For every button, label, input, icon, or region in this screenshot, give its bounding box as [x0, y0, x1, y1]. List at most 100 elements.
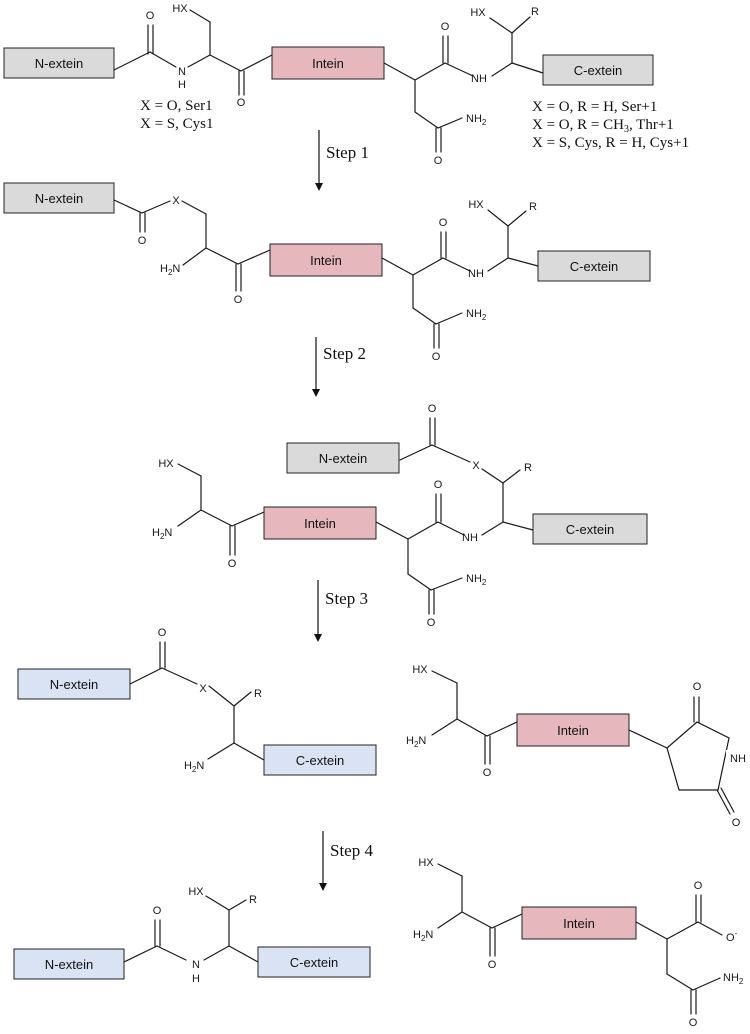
carbonyl-oxygen: O: [158, 627, 167, 639]
stage-1-precursor: N-extein O N H HX O Intein O NH HX R: [3, 3, 689, 167]
stage-3-branched-intermediate: HX H2N O Intein O NH R X O N-extein: [152, 403, 648, 629]
h2n-group: H2N: [184, 760, 204, 774]
x-atom: X: [172, 195, 180, 207]
carbonyl-oxygen: O: [146, 10, 155, 22]
step-4-arrow: Step 4: [319, 831, 373, 891]
r-group: R: [254, 688, 262, 700]
carbonyl-oxygen: O: [439, 217, 448, 229]
step-4-label: Step 4: [330, 841, 373, 860]
hx-group: HX: [470, 7, 486, 19]
h2n-group: H2N: [406, 735, 426, 749]
imide-oxygen: O: [732, 817, 741, 829]
c-extein-box: [537, 250, 651, 282]
carbonyl-oxygen: O: [488, 959, 497, 971]
intein-label: Intein: [312, 56, 344, 71]
c-terminal-residue-note: X = O, R = H, Ser+1: [532, 99, 657, 115]
stage-2-ester-intermediate: N-extein O X H2N O Intein O NH HX R C-ex…: [3, 182, 651, 363]
carboxylate-oxygen-minus: O-: [726, 929, 738, 944]
n-extein-box: [286, 442, 400, 474]
r-group: R: [531, 6, 539, 18]
imide-oxygen: O: [693, 681, 702, 693]
c-extein-box: [257, 946, 371, 978]
h2n-group: H2N: [160, 263, 180, 277]
c-extein-label: C-extein: [290, 955, 338, 970]
n-extein-box: [13, 948, 125, 980]
step-2-label: Step 2: [323, 344, 366, 363]
c-extein-label: C-extein: [296, 753, 344, 768]
carboxylate-oxygen: O: [694, 880, 703, 892]
n-extein-box: [17, 668, 131, 700]
carbonyl-oxygen: O: [432, 351, 441, 363]
intein-box: [271, 46, 385, 80]
amide-nh: NH: [468, 268, 484, 280]
step-3-arrow: Step 3: [314, 580, 368, 642]
hx-group: HX: [172, 3, 188, 15]
c-extein-box: [263, 744, 377, 776]
h2n-group: H2N: [413, 929, 433, 943]
h2n-group: H2N: [152, 527, 172, 541]
carbonyl-oxygen: O: [441, 21, 450, 33]
c-extein-label: C-extein: [570, 259, 618, 274]
carbonyl-oxygen: O: [483, 767, 492, 779]
amide-nh: NH: [471, 73, 487, 85]
amide-h: H: [192, 973, 200, 985]
amide-nh2: NH2: [466, 573, 487, 587]
amide-nh: N: [178, 66, 186, 78]
amide-nh2: NH2: [466, 113, 487, 127]
n-extein-label: N-extein: [50, 677, 98, 692]
intein-label: Intein: [563, 916, 595, 931]
intein-box: [516, 713, 630, 747]
amide-nh: NH: [462, 532, 478, 544]
intein-box: [521, 906, 637, 940]
carbonyl-oxygen: O: [153, 905, 162, 917]
c-extein-box: [542, 54, 654, 86]
hx-group: HX: [418, 857, 434, 869]
step-1-arrow: Step 1: [315, 130, 369, 191]
n-terminal-residue-note: X = S, Cys1: [140, 116, 213, 132]
n-extein-box: [3, 182, 115, 214]
intein-box: [269, 243, 383, 277]
carbonyl-oxygen: O: [237, 97, 246, 109]
carbonyl-oxygen: O: [138, 235, 147, 247]
hx-group: HX: [158, 458, 174, 470]
r-group: R: [529, 201, 537, 213]
step-3-label: Step 3: [325, 589, 368, 608]
n-extein-box: [3, 47, 115, 79]
intein-label: Intein: [557, 723, 589, 738]
c-extein-box: [532, 513, 648, 545]
step-1-label: Step 1: [326, 143, 369, 162]
n-terminal-residue-note: X = O, Ser1: [140, 98, 213, 114]
step-2-arrow: Step 2: [312, 337, 366, 397]
carbonyl-oxygen: O: [434, 479, 443, 491]
x-atom: X: [472, 460, 480, 472]
hx-group: HX: [412, 664, 428, 676]
r-group: R: [249, 894, 257, 906]
carbonyl-oxygen: O: [427, 617, 436, 629]
c-terminal-residue-note: X = O, R = CH3, Thr+1: [532, 117, 674, 135]
amide-nh: N: [192, 959, 200, 971]
succinimide-nh: NH: [730, 753, 746, 765]
carbonyl-oxygen: O: [428, 403, 437, 415]
x-atom: X: [199, 683, 207, 695]
intein-box: [263, 506, 377, 540]
carbonyl-oxygen: O: [228, 558, 237, 570]
c-extein-label: C-extein: [574, 63, 622, 78]
stage-5-final-products: N-extein O N H HX R C-extein HX H2N O In…: [13, 857, 744, 1029]
intein-label: Intein: [304, 516, 336, 531]
n-extein-label: N-extein: [45, 957, 93, 972]
amide-nh2: NH2: [466, 308, 487, 322]
carbonyl-oxygen: O: [434, 155, 443, 167]
amide-h: H: [178, 79, 186, 91]
n-extein-label: N-extein: [35, 191, 83, 206]
c-terminal-residue-note: X = S, Cys, R = H, Cys+1: [532, 135, 689, 151]
n-extein-label: N-extein: [35, 56, 83, 71]
intein-label: Intein: [310, 253, 342, 268]
hx-group: HX: [188, 886, 204, 898]
hx-group: HX: [468, 199, 484, 211]
carbonyl-oxygen: O: [234, 294, 243, 306]
carbonyl-oxygen: O: [689, 1017, 698, 1029]
amide-nh2: NH2: [723, 972, 744, 986]
c-extein-label: C-extein: [566, 522, 614, 537]
stage-4-products: N-extein O X R H2N C-extein HX H2N O Int…: [17, 627, 750, 829]
